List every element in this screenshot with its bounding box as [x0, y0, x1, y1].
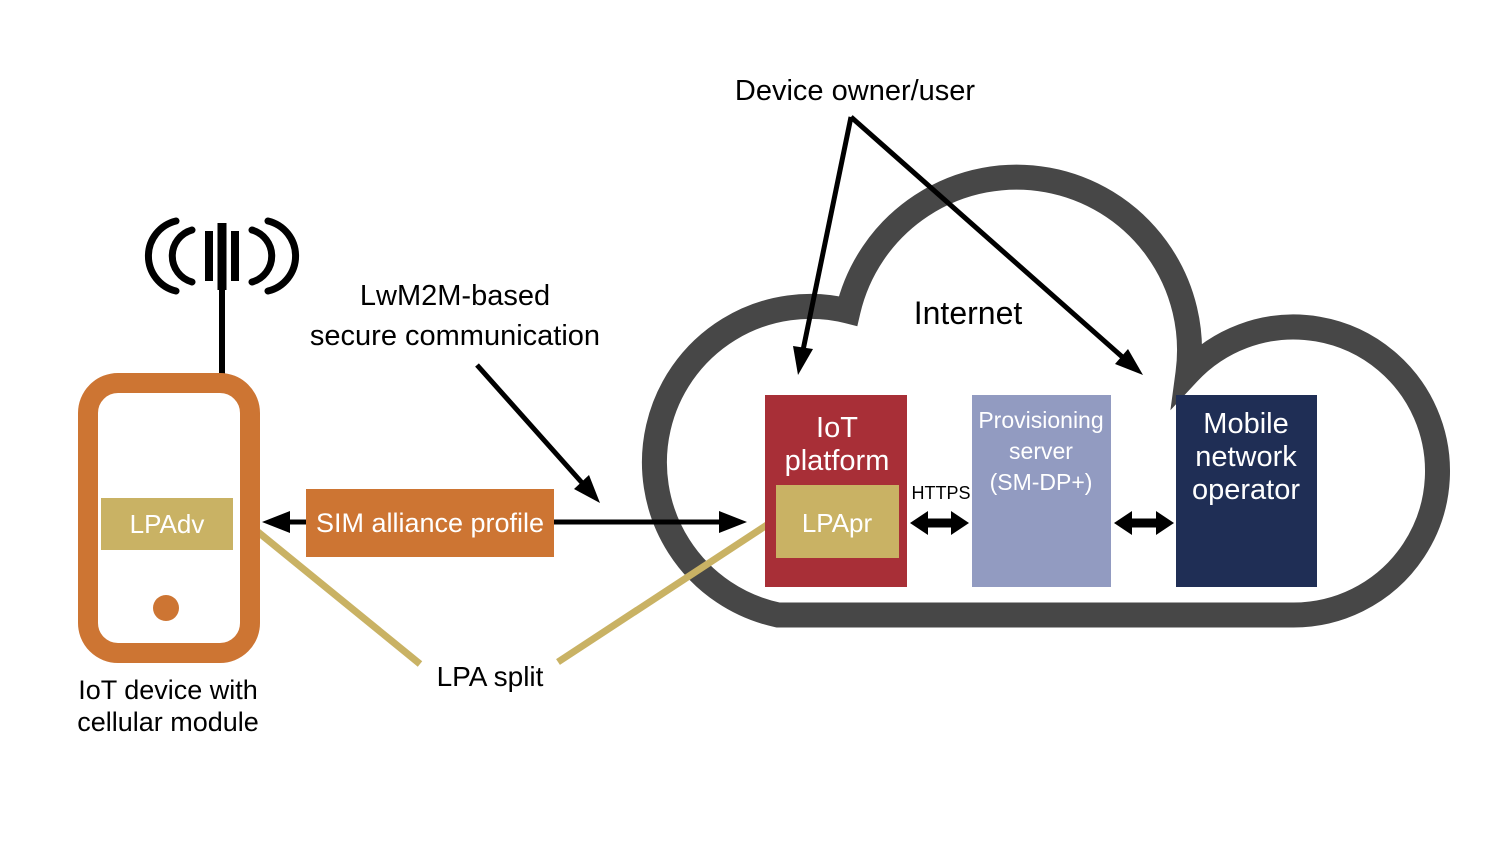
- lpa-split-line-left: [255, 529, 423, 667]
- provisioning-server-rect: [972, 395, 1111, 587]
- arrowhead-down-icon: [574, 475, 600, 503]
- lpapr-rect: [776, 485, 899, 558]
- iot-platform-node: IoT platform LPApr: [765, 395, 907, 587]
- arrowhead-to-mno-icon: [1115, 349, 1143, 375]
- lwm2m-pointer-arrow: [475, 363, 600, 503]
- sim-alliance-profile-box: SIM alliance profile: [306, 489, 554, 557]
- lpadv-label: LPAdv: [130, 509, 205, 539]
- internet-label: Internet: [914, 295, 1023, 331]
- sim-alliance-profile-rect: [306, 489, 554, 557]
- lpa-split-label: LPA split: [437, 661, 544, 692]
- device-owner-arrows: [793, 115, 1143, 375]
- mno-title-line1: Mobile: [1203, 408, 1288, 440]
- arrowhead-left-icon: [262, 511, 290, 533]
- iot-platform-title-line2: platform: [785, 445, 890, 477]
- iot-device-caption-line1: IoT device with: [78, 675, 258, 705]
- iot-device-caption-line2: cellular module: [77, 707, 259, 737]
- lpapr-label: LPApr: [802, 508, 873, 538]
- arrowhead-left-icon: [910, 511, 928, 535]
- iot-device-phone-icon: LPAdv: [78, 217, 300, 663]
- provisioning-server-title-line3: (SM-DP+): [990, 469, 1093, 495]
- mobile-network-operator-node: Mobile network operator: [1176, 395, 1317, 587]
- arrowhead-right-icon: [719, 511, 747, 533]
- provisioning-server-title-line2: server: [1009, 438, 1073, 464]
- sim-alliance-profile-label: SIM alliance profile: [316, 508, 544, 538]
- https-link: HTTPS: [910, 483, 971, 535]
- phone-home-button-icon: [153, 595, 179, 621]
- arrowhead-right-icon: [951, 511, 969, 535]
- provisioning-server-node: Provisioning server (SM-DP+): [972, 395, 1111, 587]
- device-owner-label: Device owner/user: [735, 75, 975, 107]
- lpadv-rect: [101, 498, 233, 550]
- owner-arrow-left-shaft: [798, 116, 854, 361]
- lpa-split-line-right: [556, 518, 775, 665]
- lwm2m-annotation-line1: LwM2M-based: [360, 280, 550, 312]
- arrowhead-right-icon: [1156, 511, 1174, 535]
- arrowhead-left-icon: [1114, 511, 1132, 535]
- https-label: HTTPS: [911, 483, 970, 503]
- provisioning-server-title-line1: Provisioning: [978, 407, 1103, 433]
- owner-arrow-right-shaft: [849, 115, 1130, 364]
- lwm2m-arrow-shaft: [475, 363, 586, 487]
- mno-title-line2: network: [1195, 441, 1297, 473]
- arrowhead-to-iot-platform-icon: [793, 346, 813, 375]
- iot-platform-title-line1: IoT: [816, 412, 858, 444]
- lwm2m-annotation-line2: secure communication: [310, 320, 600, 352]
- mno-title-line3: operator: [1192, 474, 1300, 506]
- antenna-icon: [144, 217, 300, 378]
- provisioning-mno-arrow: [1114, 511, 1174, 535]
- mobile-network-operator-rect: [1176, 395, 1317, 587]
